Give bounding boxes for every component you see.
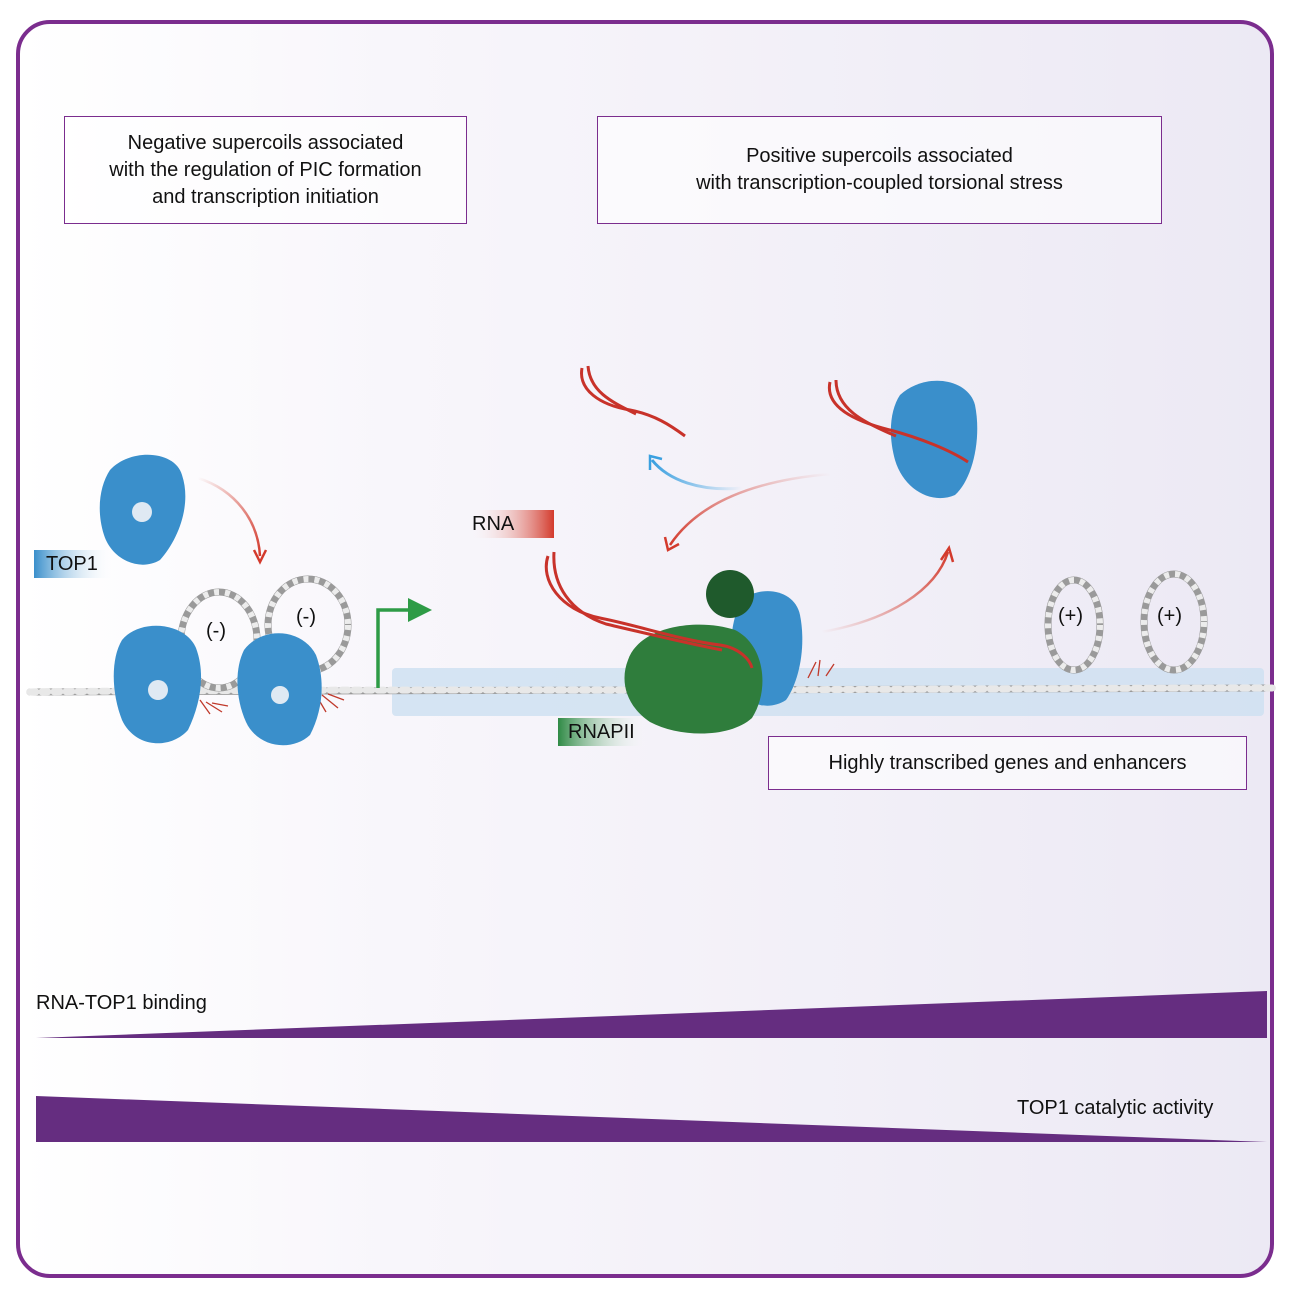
positive-sign-2: (+) [1157,605,1182,627]
top1-free-protein [99,454,186,565]
negative-supercoil-box: Negative supercoils associated with the … [64,116,467,224]
highly-transcribed-box: Highly transcribed genes and enhancers [768,736,1247,790]
rna-tag-bg [468,510,554,538]
top1-tag: TOP1 [46,553,98,575]
rnapii-tag-bg [558,718,648,746]
top1-bound-right [237,633,322,746]
top1-binding-arrowhead [252,549,268,565]
rna-recruit-arrowhead [663,536,680,552]
rnapii-tag: RNAPII [568,721,635,743]
rna-tag: RNA [472,513,515,535]
rnapii-complex [624,570,763,734]
rna-recruit-arrow [668,472,831,546]
top1-rna-complex [890,380,978,499]
negative-sign-2: (-) [296,606,316,628]
positive-sign-1: (+) [1058,605,1083,627]
rna-top1-binding-wedge [36,991,1267,1038]
top1-binding-arrow [197,476,262,557]
rna-release-arrowhead [648,454,663,470]
nascent-rna [544,551,754,669]
top1-tag-bg [34,550,114,578]
positive-supercoil-loops [1044,570,1208,674]
rna-release-arrow [650,459,743,491]
positive-supercoil-box: Positive supercoils associated with tran… [597,116,1162,224]
tss-arrowhead [408,598,432,622]
tss-arrow [376,608,418,688]
top1-catalytic-wedge [36,1096,1267,1142]
top1-release-arrow [821,551,950,634]
rna-top1-binding-label: RNA-TOP1 binding [36,992,207,1014]
top1-bound-left [113,625,202,744]
top1-catalytic-label: TOP1 catalytic activity [1017,1097,1214,1119]
negative-sign-1: (-) [206,620,226,642]
rna-on-top1 [827,379,969,464]
released-rna [580,365,686,438]
top1-release-arrowhead [939,545,955,563]
dna-strand [26,684,1276,696]
